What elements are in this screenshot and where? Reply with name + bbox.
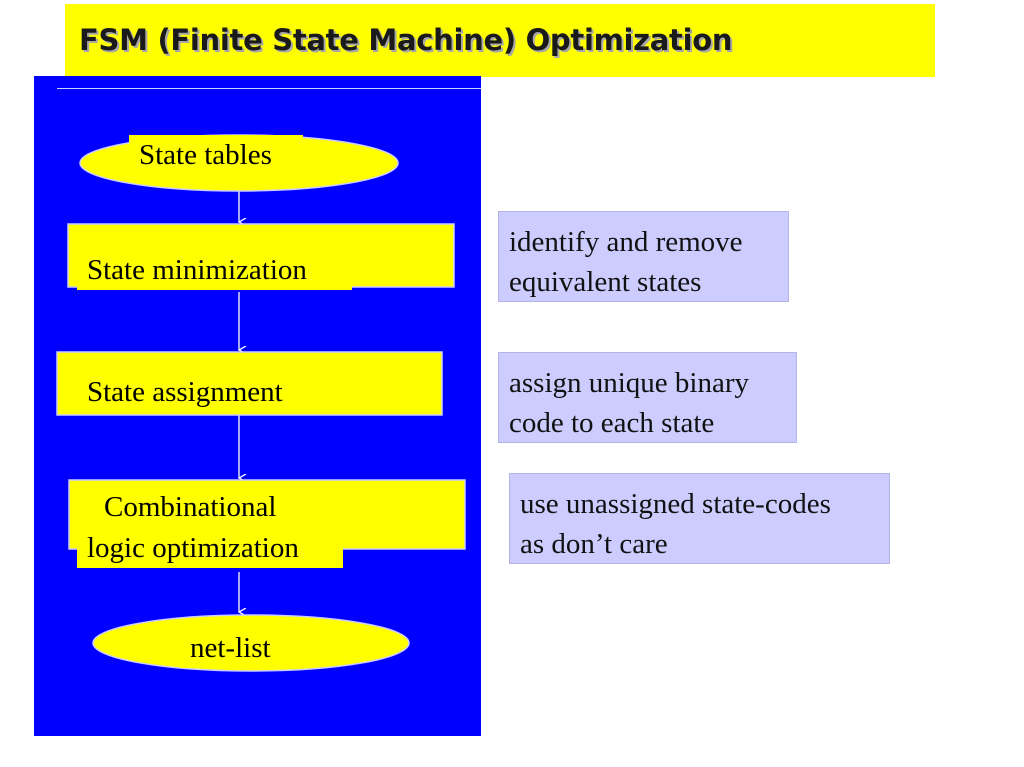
note-state-minimization-line1: identify and remove bbox=[509, 226, 743, 258]
note-logic-optimization-line1: use unassigned state-codes bbox=[520, 488, 831, 520]
note-logic-optimization: use unassigned state-codes as don’t care bbox=[509, 473, 890, 564]
panel-divider bbox=[57, 88, 481, 89]
page-title: FSM (Finite State Machine) Optimization bbox=[79, 23, 733, 57]
note-state-assignment-line1: assign unique binary bbox=[509, 367, 750, 399]
note-state-minimization: identify and remove equivalent states bbox=[498, 211, 789, 302]
title-bar: FSM (Finite State Machine) Optimization bbox=[65, 4, 935, 77]
note-logic-optimization-line2: as don’t care bbox=[520, 528, 668, 560]
node-combinational-label-line1: Combinational bbox=[104, 491, 277, 523]
node-state-tables-label: State tables bbox=[129, 135, 303, 175]
note-state-assignment-line2: code to each state bbox=[509, 407, 715, 439]
node-net-list-label: net-list bbox=[180, 628, 293, 668]
note-state-assignment: assign unique binary code to each state bbox=[498, 352, 797, 443]
node-state-assignment-label: State assignment bbox=[77, 372, 327, 412]
node-combinational-label-line2: logic optimization bbox=[77, 528, 343, 568]
note-state-minimization-line2: equivalent states bbox=[509, 266, 702, 298]
node-state-minimization-label: State minimization bbox=[77, 250, 352, 290]
